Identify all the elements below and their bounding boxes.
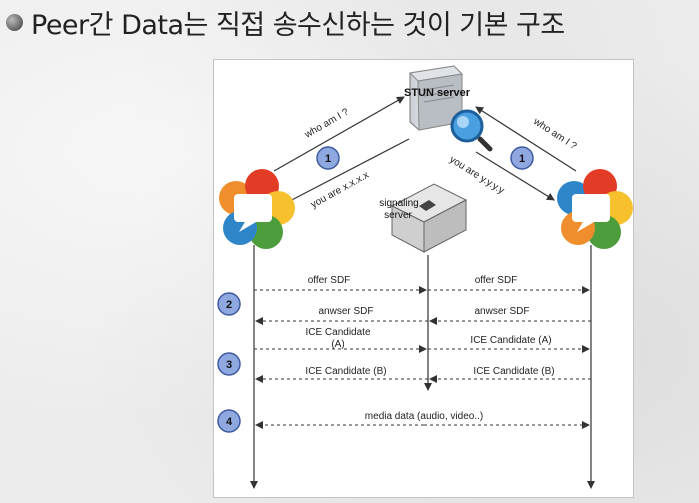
bullet-icon <box>6 13 23 31</box>
stun-server-icon <box>408 65 464 131</box>
arrow-you-are-right <box>475 151 555 201</box>
ice-b-right-label: ICE Candidate (B) <box>473 366 554 377</box>
you-are-left-label: you are x.x.x.x <box>309 170 371 211</box>
magnifier-icon <box>450 109 493 152</box>
svg-text:3: 3 <box>226 359 232 371</box>
ice-a-right-label: ICE Candidate (A) <box>470 335 551 346</box>
who-am-i-left-label: who am I ? <box>302 106 351 141</box>
arrow-you-are-left <box>283 138 410 205</box>
ice-b-left-label: ICE Candidate (B) <box>305 366 386 377</box>
slide-title-row: Peer간 Data는 직접 송수신하는 것이 기본 구조 <box>6 2 565 42</box>
webrtc-logo-left-icon <box>219 169 295 249</box>
svg-text:1: 1 <box>325 153 331 165</box>
signaling-label-line1: signaling <box>379 198 418 209</box>
stun-server-label: STUN server <box>404 87 471 99</box>
signaling-server-icon <box>390 183 468 253</box>
offer-right-label: offer SDF <box>475 275 518 286</box>
svg-text:2: 2 <box>226 299 232 311</box>
signaling-label-line2: server <box>384 210 412 221</box>
arrow-who-am-i-right <box>475 106 577 172</box>
step-1-left-badge: 1 <box>316 146 340 170</box>
answer-left-label: anwser SDF <box>318 306 373 317</box>
diagram-canvas: STUN server who am I ? you are x.x.x.x w… <box>217 65 633 489</box>
ice-a-left-label-line1: ICE Candidate <box>305 327 370 338</box>
slide-title: Peer간 Data는 직접 송수신하는 것이 기본 구조 <box>31 9 565 41</box>
you-are-right-label: you are y.y.y.y <box>447 154 506 196</box>
arrow-who-am-i-left <box>273 96 405 172</box>
svg-text:1: 1 <box>519 153 525 165</box>
ice-a-left-label-line2: (A) <box>331 339 344 350</box>
step-1-right-badge: 1 <box>510 146 534 170</box>
step-4-badge: 4 <box>217 409 241 433</box>
media-label: media data (audio, video..) <box>365 411 483 422</box>
step-2-badge: 2 <box>217 292 241 316</box>
offer-left-label: offer SDF <box>308 275 351 286</box>
webrtc-logo-right-icon <box>557 169 633 249</box>
answer-right-label: anwser SDF <box>474 306 529 317</box>
svg-text:4: 4 <box>226 416 233 428</box>
webrtc-diagram: STUN server who am I ? you are x.x.x.x w… <box>213 59 634 498</box>
step-3-badge: 3 <box>217 352 241 376</box>
